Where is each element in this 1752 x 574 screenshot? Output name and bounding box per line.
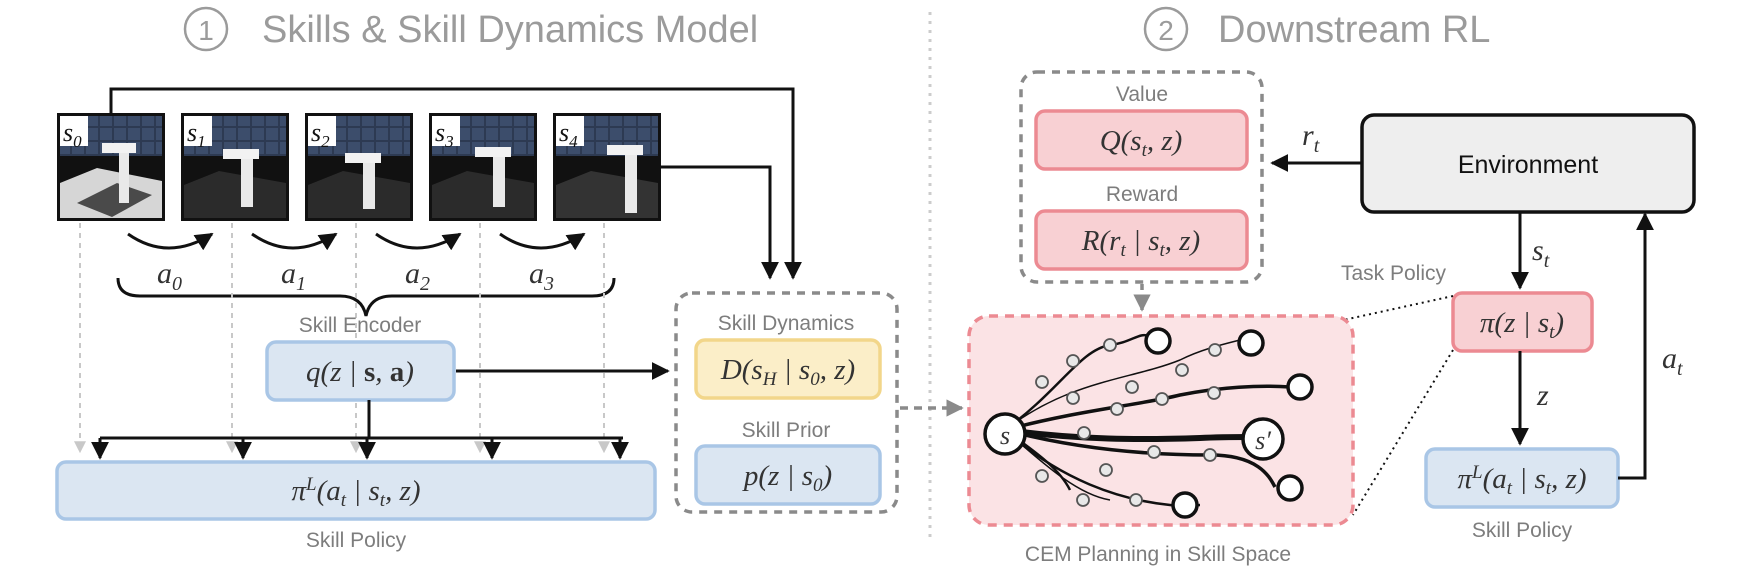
cem-goal-node: [1241, 417, 1285, 461]
skill-encoder-box: [265, 340, 456, 402]
skill-policy-right-formula: πL(at | st, z): [1457, 462, 1586, 499]
trajectory-brace: [116, 277, 616, 317]
value-reward-group: [1019, 70, 1264, 284]
zoom-line-top: [1338, 295, 1454, 322]
state-signal-label: st: [1532, 234, 1550, 272]
reward-label: Reward: [1106, 183, 1178, 206]
value-label: Value: [1116, 83, 1168, 106]
frame-4: s4: [553, 113, 661, 221]
section2-header: 2 Downstream RL: [1143, 6, 1490, 52]
s0-to-dynamics-arrow: [109, 87, 802, 280]
skill-policy-left-box: [55, 460, 657, 521]
frame-0: s0: [57, 113, 165, 221]
cem-endpoints: [1144, 327, 1314, 519]
value-formula: Q(st, z): [1100, 125, 1183, 161]
environment-label: Environment: [1458, 151, 1598, 179]
task-policy-box: [1451, 291, 1594, 353]
value-box: [1034, 109, 1249, 171]
skill-prior-box: [694, 444, 882, 506]
section1-header: 1 Skills & Skill Dynamics Model: [183, 6, 758, 52]
action-arrow-3: [499, 232, 586, 251]
action-label-1: a1: [281, 257, 306, 295]
skill-encoder-formula: q(z | s, a): [306, 356, 414, 388]
section1-title: Skills & Skill Dynamics Model: [262, 9, 758, 51]
s4-to-dynamics-arrow: [661, 165, 779, 280]
action-arrow-2: [375, 232, 462, 251]
zoom-line-bottom: [1352, 349, 1454, 516]
action-signal-arrow: [1618, 212, 1654, 480]
section1-number-circle: [183, 6, 229, 52]
frame-2: s2: [305, 113, 413, 221]
section2-number: 2: [1158, 15, 1174, 46]
cem-waypoints: [1035, 338, 1222, 507]
action-label-0: a0: [157, 257, 182, 295]
action-arrow-1: [251, 232, 338, 251]
action-label-3: a3: [529, 257, 554, 295]
skill-policy-right-label: Skill Policy: [1472, 519, 1573, 542]
cem-tree: [1004, 333, 1291, 508]
encoder-to-policy-arrows: [91, 438, 629, 460]
frame-dropdown-lines: [74, 223, 610, 454]
cem-label: CEM Planning in Skill Space: [1025, 543, 1291, 566]
skill-prior-label: Skill Prior: [742, 419, 831, 442]
skill-encoder-label: Skill Encoder: [299, 314, 422, 337]
skill-dynamics-label: Skill Dynamics: [718, 312, 855, 335]
cem-start-node: [983, 412, 1027, 456]
frame-3: s3: [429, 113, 537, 221]
section2-title: Downstream RL: [1218, 9, 1490, 51]
frame-strip: s0 s1 s2 s3: [57, 113, 661, 221]
task-policy-label: Task Policy: [1341, 262, 1447, 285]
skill-signal-label: z: [1536, 379, 1549, 412]
model-dashed-group: [674, 291, 899, 514]
action-arrow-0: [127, 232, 214, 251]
cem-goal-label: s′: [1255, 426, 1271, 455]
skill-dynamics-formula: D(sH | s0, z): [720, 354, 855, 390]
skill-dynamics-box: [694, 338, 882, 400]
reward-box: [1034, 209, 1249, 271]
frame-1: s1: [181, 113, 289, 221]
section2-number-circle: [1143, 6, 1189, 52]
action-signal-label: at: [1662, 342, 1683, 380]
skill-policy-left-label: Skill Policy: [306, 529, 407, 552]
reward-formula: R(rt | st, z): [1081, 225, 1200, 261]
section1-number: 1: [198, 15, 214, 46]
reward-signal-label: rt: [1302, 119, 1320, 157]
cem-start-label: s: [1000, 421, 1010, 450]
action-label-2: a2: [405, 257, 430, 295]
